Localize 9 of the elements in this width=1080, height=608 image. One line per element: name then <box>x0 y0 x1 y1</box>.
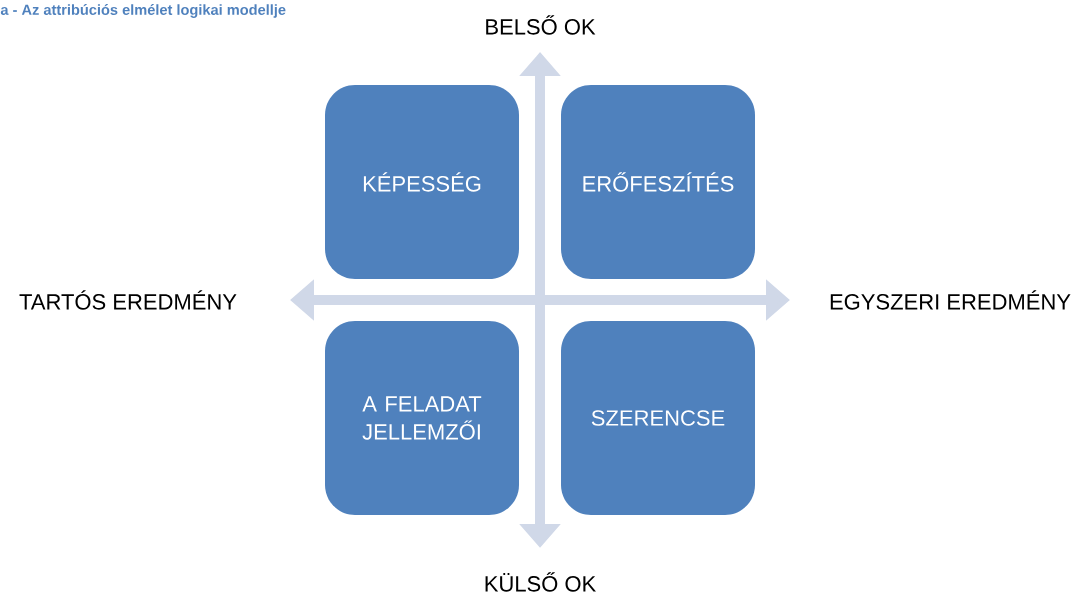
axis-label: KÜLSŐ OK <box>485 572 596 592</box>
axis-label: EGYSZERI EREDMÉNY <box>830 290 1071 310</box>
quadrant-box: KÉPESSÉG <box>325 85 519 279</box>
quadrant-box: A FELADAT JELLEMZŐI <box>325 321 519 515</box>
quadrant-box: SZERENCSE <box>561 321 755 515</box>
quadrant-box: ERŐFESZÍTÉS <box>561 85 755 279</box>
axis-label: TARTÓS EREDMÉNY <box>19 290 237 310</box>
figure-title: a - Az attribúciós elmélet logikai modellje <box>0 4 286 18</box>
axis-label: BELSŐ OK <box>486 15 596 35</box>
